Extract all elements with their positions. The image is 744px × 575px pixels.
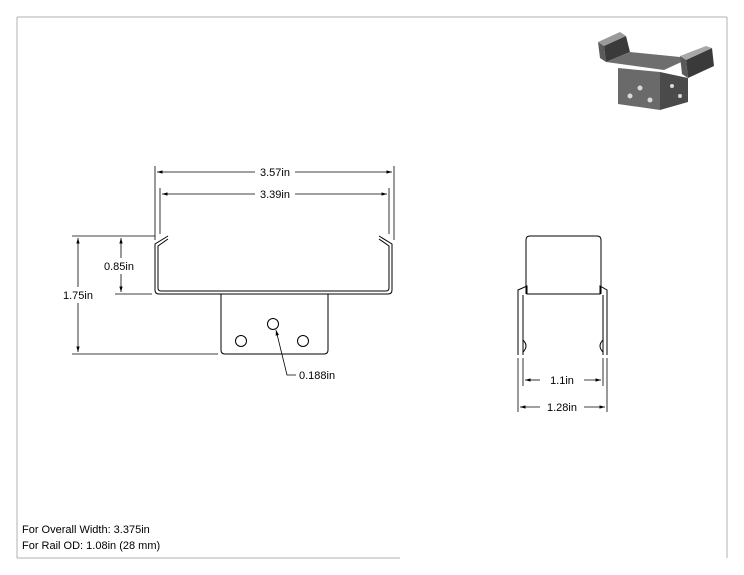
side-plate-outline	[525, 235, 602, 294]
right-hole	[297, 335, 309, 347]
dim-upper-height: 0.85in	[104, 261, 134, 273]
dim-inner-width: 3.39in	[260, 189, 290, 201]
side-view-dimensions	[517, 358, 608, 412]
dim-overall-width: 3.57in	[260, 167, 290, 179]
left-hole	[235, 335, 247, 347]
center-hole	[267, 318, 279, 330]
dim-total-height: 1.75in	[63, 290, 93, 302]
side-clip-outline	[517, 285, 608, 355]
dim-side-inner-width: 1.1in	[550, 375, 574, 387]
front-view	[154, 235, 393, 355]
note-rail-od: For Rail OD: 1.08in (28 mm)	[22, 540, 161, 552]
isometric-bracket-preview	[598, 32, 714, 110]
side-view	[517, 235, 608, 355]
bracket-front-outline	[154, 235, 393, 295]
mounting-plate-front	[220, 294, 329, 355]
dim-side-outer-width: 1.28in	[547, 402, 577, 414]
front-view-dimensions	[72, 166, 395, 376]
drawing-frame	[16, 16, 728, 559]
note-overall-width: For Overall Width: 3.375in	[22, 524, 150, 536]
dim-hole-diameter: 0.188in	[299, 370, 335, 382]
